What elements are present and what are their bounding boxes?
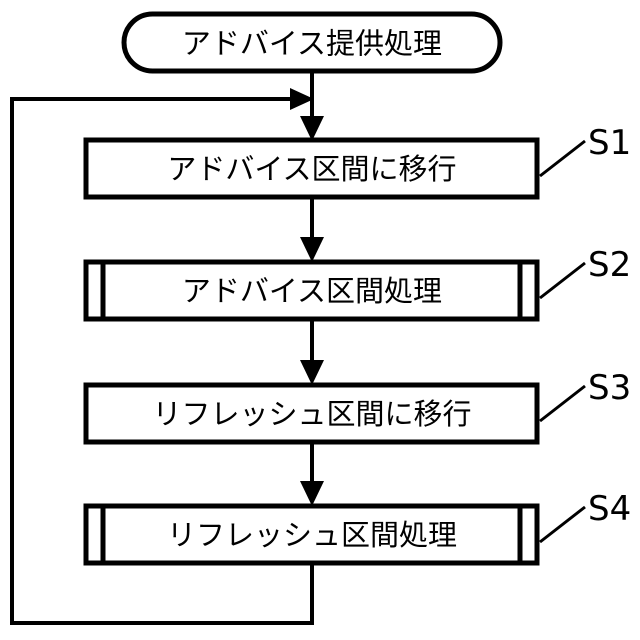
s2-step-label: S2 — [588, 245, 631, 285]
s3-label: リフレッシュ区間に移行 — [152, 397, 471, 431]
s4-label: リフレッシュ区間処理 — [167, 518, 457, 552]
step-box-s2[interactable]: アドバイス区間処理 — [83, 259, 540, 322]
step-marker-s4: S4 — [539, 489, 631, 544]
s3-step-label: S3 — [588, 368, 631, 408]
s2-leader-line — [539, 261, 586, 300]
feedback-loop — [10, 88, 314, 625]
step-box-s3[interactable]: リフレッシュ区間に移行 — [83, 382, 540, 445]
s4-leader-line — [539, 505, 586, 544]
s2-label: アドバイス区間処理 — [182, 274, 442, 308]
connector-s2-to-s3 — [300, 319, 324, 385]
connector-arrow-head — [300, 360, 324, 385]
s1-step-label: S1 — [588, 123, 631, 163]
connector-s1-to-s2 — [300, 197, 324, 262]
s1-leader-line — [539, 139, 586, 178]
step-box-s1[interactable]: アドバイス区間に移行 — [83, 137, 540, 200]
step-box-s4[interactable]: リフレッシュ区間処理 — [83, 503, 540, 566]
terminal-node[interactable]: アドバイス提供処理 — [121, 11, 503, 74]
connector-terminal-to-s1 — [300, 71, 324, 141]
step-marker-s2: S2 — [539, 245, 631, 300]
loop-arrow-head — [290, 88, 314, 110]
connector-arrow-head — [300, 481, 324, 506]
s1-label: アドバイス区間に移行 — [167, 152, 456, 186]
step-marker-s3: S3 — [539, 368, 631, 423]
step-marker-s1: S1 — [539, 123, 631, 178]
s3-leader-line — [539, 384, 586, 423]
connector-arrow-head — [300, 116, 324, 141]
s4-shape — [83, 503, 540, 566]
connector-arrow-head — [300, 237, 324, 262]
s4-step-label: S4 — [588, 489, 631, 529]
connector-s3-to-s4 — [300, 442, 324, 506]
terminal-label: アドバイス提供処理 — [182, 27, 442, 61]
